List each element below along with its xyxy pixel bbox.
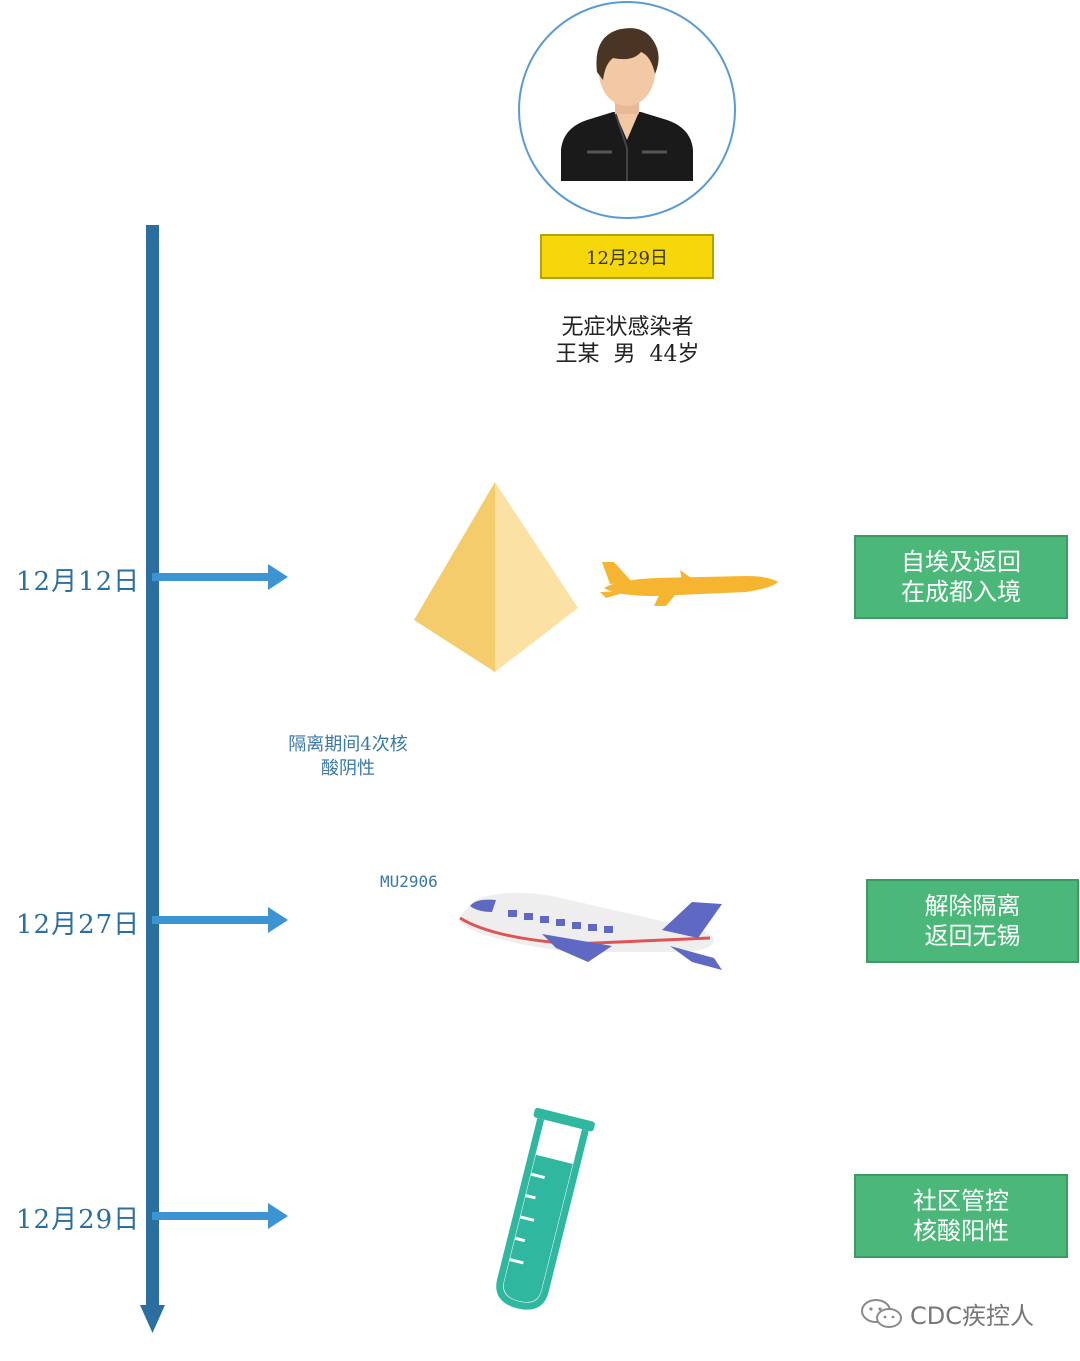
watermark-text: CDC疾控人: [910, 1302, 1034, 1330]
person-info: 无症状感染者 王某 男 44岁: [520, 314, 735, 368]
timeline-arrow-2: [152, 907, 288, 933]
event-2-line2: 返回无锡: [924, 922, 1021, 950]
quarantine-note-line2: 酸阴性: [321, 758, 375, 779]
event-box-3: 社区管控 核酸阳性: [854, 1174, 1068, 1258]
timeline-arrow-3: [152, 1203, 288, 1229]
avatar: [517, 0, 737, 220]
passenger-plane-icon: [459, 892, 722, 970]
event-1-line2: 在成都入境: [901, 578, 1021, 606]
timeline-date-3: 12月29日: [16, 1205, 141, 1235]
event-3-line2: 核酸阳性: [913, 1217, 1009, 1245]
wechat-icon: [861, 1298, 902, 1328]
timeline-axis: [140, 225, 165, 1333]
event-3-line1: 社区管控: [913, 1187, 1009, 1215]
event-box-1: 自埃及返回 在成都入境: [854, 535, 1068, 619]
timeline-arrow-1: [152, 564, 288, 590]
date-badge: 12月29日: [540, 234, 714, 279]
event-1-line1: 自埃及返回: [901, 548, 1021, 576]
flight-code: MU2906: [380, 872, 438, 891]
watermark: CDC疾控人: [860, 1296, 1034, 1331]
person-status: 无症状感染者: [561, 315, 694, 340]
person-icon: [518, 1, 736, 219]
quarantine-note: 隔离期间4次核 酸阴性: [262, 733, 434, 781]
timeline-date-1: 12月12日: [16, 567, 141, 597]
timeline-date-2: 12月27日: [16, 910, 141, 940]
event-2-line1: 解除隔离: [924, 892, 1021, 920]
cargo-plane-icon: [600, 562, 778, 606]
pyramid-icon: [414, 482, 578, 672]
event-box-2: 解除隔离 返回无锡: [866, 879, 1079, 963]
person-details: 王某 男 44岁: [555, 342, 700, 367]
test-tube-icon: [496, 1108, 595, 1310]
quarantine-note-line1: 隔离期间4次核: [288, 734, 408, 755]
